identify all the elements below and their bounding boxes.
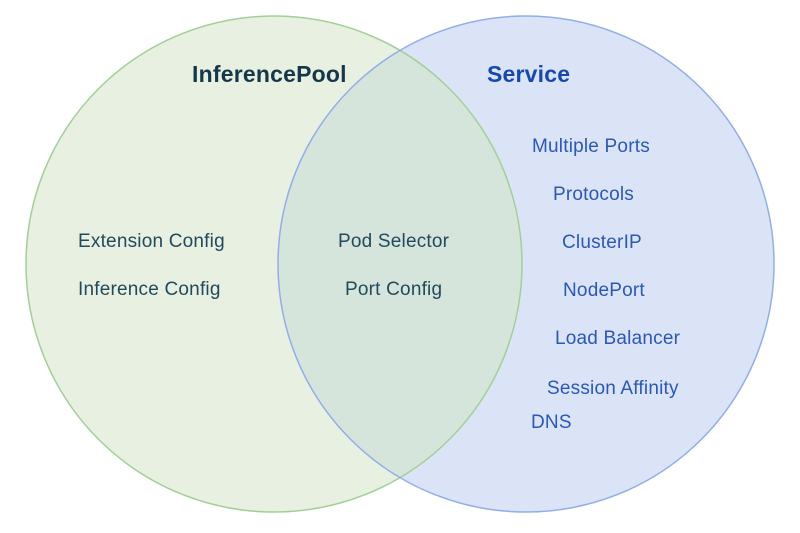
item-inference-config: Inference Config [78,279,221,300]
service-title: Service [487,61,571,87]
item-multiple-ports: Multiple Ports [532,136,650,157]
item-port-config: Port Config [345,279,443,300]
item-nodeport: NodePort [563,280,645,301]
service-circle-outline [277,15,775,513]
item-load-balancer: Load Balancer [555,328,681,349]
item-extension-config: Extension Config [78,231,225,252]
item-pod-selector: Pod Selector [338,231,450,252]
item-dns: DNS [531,412,572,433]
item-protocols: Protocols [553,184,635,205]
item-session-affinity: Session Affinity [547,378,679,399]
inferencepool-circle-outline [25,15,523,513]
item-clusterip: ClusterIP [562,232,642,253]
inferencepool-title: InferencePool [192,61,347,87]
overlap-region [278,50,522,478]
